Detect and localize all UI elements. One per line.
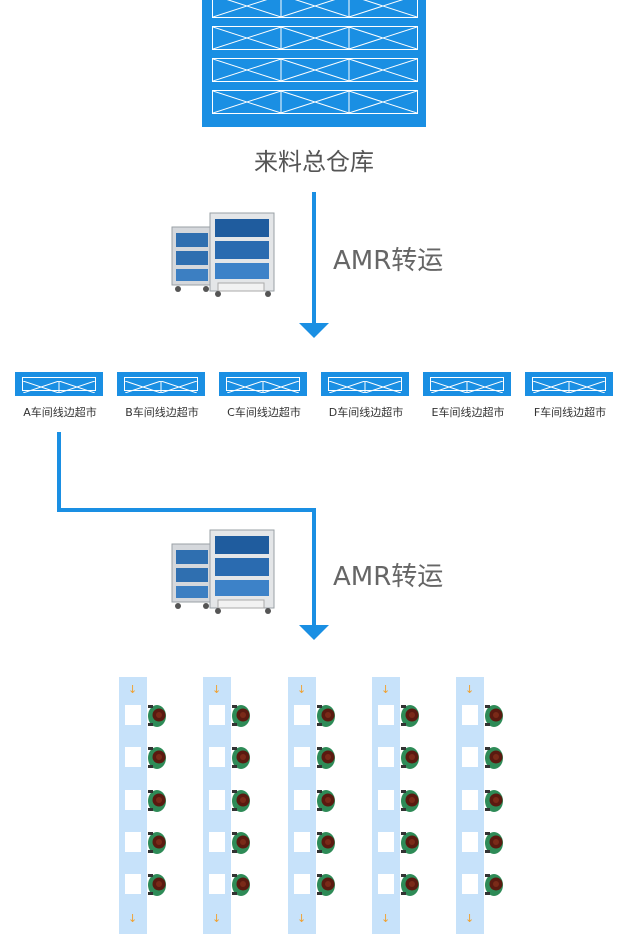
supermarket-rack-icon <box>525 372 613 396</box>
arrow-down-icon: ↓ <box>381 912 391 925</box>
worker-topview-icon <box>317 747 335 769</box>
material-slot <box>378 832 394 852</box>
worker-topview-icon <box>232 790 250 812</box>
production-lane: ↓↓ <box>372 677 400 934</box>
worker-topview-icon <box>232 705 250 727</box>
flow-line <box>312 192 316 324</box>
production-lane: ↓↓ <box>203 677 231 934</box>
flow-arrow-icon <box>299 323 329 338</box>
material-slot <box>209 790 225 810</box>
supermarket-label: D车间线边超市 <box>328 406 404 419</box>
arrow-down-icon: ↓ <box>297 912 307 925</box>
worker-topview-icon <box>232 874 250 896</box>
rack-shelf <box>212 90 418 114</box>
arrow-down-icon: ↓ <box>128 912 138 925</box>
transfer-label: AMR转运 <box>333 562 444 592</box>
material-slot <box>294 874 310 894</box>
material-slot <box>294 747 310 767</box>
worker-topview-icon <box>232 747 250 769</box>
arrow-down-icon: ↓ <box>212 912 222 925</box>
material-slot <box>462 832 478 852</box>
worker-topview-icon <box>317 874 335 896</box>
material-slot <box>209 747 225 767</box>
worker-topview-icon <box>148 747 166 769</box>
material-slot <box>294 832 310 852</box>
worker-topview-icon <box>485 874 503 896</box>
material-slot <box>378 790 394 810</box>
flow-line <box>57 432 61 512</box>
rack-shelf <box>212 0 418 18</box>
material-slot <box>125 747 141 767</box>
material-slot <box>294 790 310 810</box>
supermarket-rack-icon <box>15 372 103 396</box>
worker-topview-icon <box>401 747 419 769</box>
material-slot <box>462 874 478 894</box>
flow-line <box>57 508 316 512</box>
worker-topview-icon <box>317 705 335 727</box>
material-slot <box>125 832 141 852</box>
worker-topview-icon <box>232 832 250 854</box>
rack-shelf <box>212 26 418 50</box>
arrow-down-icon: ↓ <box>381 683 391 696</box>
material-slot <box>462 705 478 725</box>
arrow-down-icon: ↓ <box>128 683 138 696</box>
material-slot <box>378 874 394 894</box>
supermarket-rack-icon <box>423 372 511 396</box>
main-warehouse-rack <box>202 0 426 127</box>
supermarket-label: A车间线边超市 <box>23 406 97 419</box>
material-slot <box>378 747 394 767</box>
worker-topview-icon <box>148 790 166 812</box>
material-slot <box>294 705 310 725</box>
arrow-down-icon: ↓ <box>465 683 475 696</box>
worker-topview-icon <box>485 832 503 854</box>
worker-topview-icon <box>148 874 166 896</box>
worker-topview-icon <box>485 747 503 769</box>
material-slot <box>209 705 225 725</box>
supermarket-rack-icon <box>321 372 409 396</box>
worker-topview-icon <box>401 705 419 727</box>
worker-topview-icon <box>317 832 335 854</box>
material-slot <box>125 874 141 894</box>
supermarket-rack-icon <box>117 372 205 396</box>
worker-topview-icon <box>401 832 419 854</box>
supermarket-rack-icon <box>219 372 307 396</box>
worker-topview-icon <box>148 832 166 854</box>
worker-topview-icon <box>401 790 419 812</box>
worker-topview-icon <box>148 705 166 727</box>
arrow-down-icon: ↓ <box>465 912 475 925</box>
worker-topview-icon <box>401 874 419 896</box>
arrow-down-icon: ↓ <box>297 683 307 696</box>
arrow-down-icon: ↓ <box>212 683 222 696</box>
material-slot <box>209 874 225 894</box>
worker-topview-icon <box>317 790 335 812</box>
production-lane: ↓↓ <box>456 677 484 934</box>
worker-topview-icon <box>485 705 503 727</box>
supermarket-label: E车间线边超市 <box>431 406 505 419</box>
supermarket-label: F车间线边超市 <box>533 406 607 419</box>
material-slot <box>125 790 141 810</box>
worker-topview-icon <box>485 790 503 812</box>
production-lane: ↓↓ <box>288 677 316 934</box>
supermarket-label: B车间线边超市 <box>125 406 199 419</box>
production-lane: ↓↓ <box>119 677 147 934</box>
supermarket-label: C车间线边超市 <box>227 406 301 419</box>
amr-robot-icon <box>171 212 275 297</box>
warehouse-title: 来料总仓库 <box>254 148 374 176</box>
flow-arrow-icon <box>299 625 329 640</box>
material-slot <box>378 705 394 725</box>
rack-shelf <box>212 58 418 82</box>
flow-line <box>312 508 316 626</box>
material-slot <box>462 790 478 810</box>
transfer-label: AMR转运 <box>333 246 444 276</box>
material-slot <box>125 705 141 725</box>
material-slot <box>209 832 225 852</box>
amr-robot-icon <box>171 529 275 614</box>
material-slot <box>462 747 478 767</box>
